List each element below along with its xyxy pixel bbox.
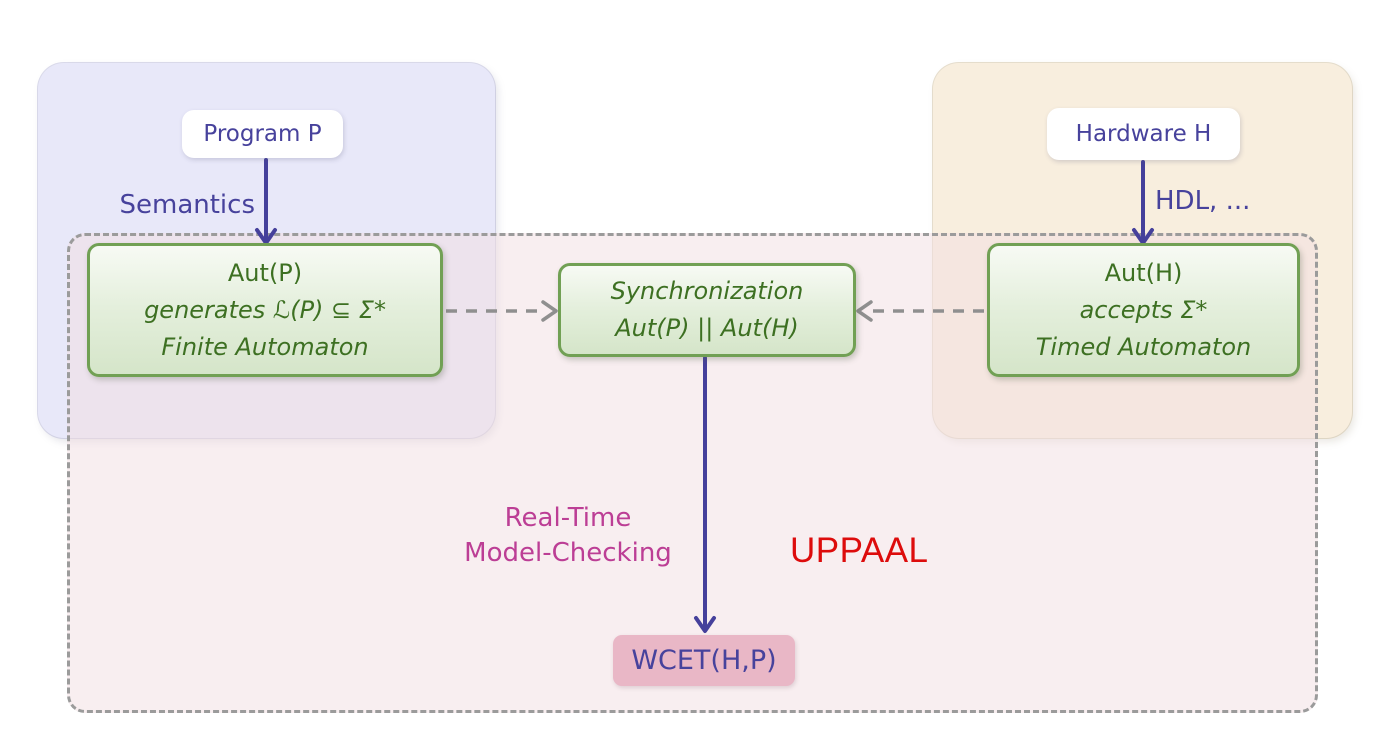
aut-h-title: Aut(H) [1104, 258, 1183, 287]
hardware-title-label: Hardware H [1075, 121, 1212, 147]
uppaal-tool-label: UPPAAL [790, 531, 929, 570]
hdl-edge-label: HDL, ... [1155, 186, 1251, 216]
aut-p-title: Aut(P) [227, 258, 303, 287]
program-title-label: Program P [203, 121, 322, 147]
model-checking-line1: Real-Time [504, 503, 632, 533]
aut-h-box: Aut(H) accepts Σ* Timed Automaton [987, 243, 1300, 377]
model-checking-label: Real-Time Model-Checking [420, 501, 716, 571]
synchronization-formula: Aut(P) || Aut(H) [615, 314, 799, 342]
model-checking-line2: Model-Checking [464, 538, 672, 568]
aut-h-kind: Timed Automaton [1035, 332, 1252, 361]
aut-p-box: Aut(P) generates ℒ(P) ⊆ Σ* Finite Automa… [87, 243, 443, 377]
aut-h-property: accepts Σ* [1079, 295, 1208, 324]
synchronization-title: Synchronization [610, 277, 804, 305]
aut-p-property: generates ℒ(P) ⊆ Σ* [144, 295, 386, 324]
wcet-result-box: WCET(H,P) [613, 635, 795, 686]
aut-p-kind: Finite Automaton [161, 332, 369, 361]
semantics-edge-label: Semantics [119, 190, 256, 220]
program-title-tag: Program P [182, 110, 343, 158]
hardware-title-tag: Hardware H [1047, 108, 1240, 160]
wcet-result-label: WCET(H,P) [631, 645, 777, 676]
synchronization-box: Synchronization Aut(P) || Aut(H) [558, 263, 856, 357]
